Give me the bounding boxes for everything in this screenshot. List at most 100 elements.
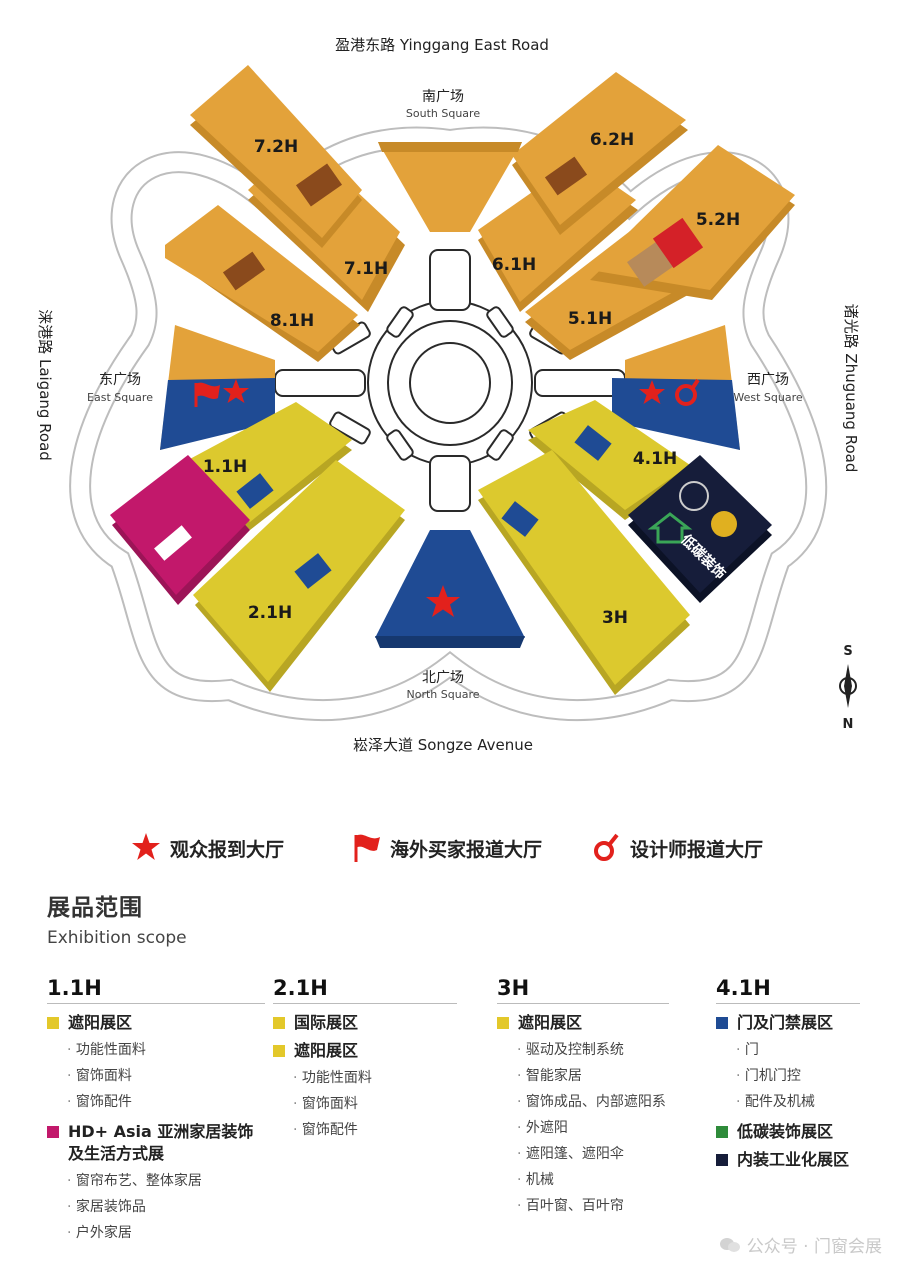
category-label: 门及门禁展区 [737, 1013, 834, 1032]
exhibition-scope-heading: 展品范围 Exhibition scope [47, 888, 187, 948]
list-item: 家居装饰品 [67, 1194, 265, 1220]
category-label: 内装工业化展区 [737, 1150, 850, 1169]
column-title: 3H [497, 976, 669, 1004]
list-item: 智能家居 [517, 1063, 669, 1089]
legend-overseas: 海外买家报道大厅 [352, 832, 542, 864]
yellow-square-icon [273, 1017, 285, 1029]
yellow-square-icon [497, 1017, 509, 1029]
designer-registration-icon [675, 378, 700, 406]
category-label-line2: 及生活方式展 [68, 1144, 165, 1163]
navy-square-icon [716, 1154, 728, 1166]
list-item: 外遮阳 [517, 1115, 669, 1141]
rt-asia-logo-icon [574, 425, 612, 461]
east-square-en: East Square [87, 391, 153, 404]
list-item: 遮阳篷、遮阳伞 [517, 1141, 669, 1167]
scope-column-4-1h: 4.1H 门及门禁展区 门 门机门控 配件及机械 低碳装饰展区 内装工业化展区 [716, 976, 860, 1174]
hall-block-4-1[interactable] [528, 400, 690, 520]
rt-asia-logo-icon [236, 473, 274, 509]
category-low-carbon: 低碳装饰展区 [716, 1121, 860, 1143]
hall-label-5-1: 5.1H [568, 309, 612, 329]
yellow-square-icon [273, 1045, 285, 1057]
legend-designer-label: 设计师报道大厅 [630, 838, 764, 861]
category-label: 遮阳展区 [68, 1013, 133, 1032]
watermark-text: 公众号 · 门窗会展 [746, 1237, 882, 1257]
designer-icon [594, 833, 619, 861]
list-item: 窗饰面料 [67, 1063, 265, 1089]
north-square-cn: 北广场 [422, 670, 464, 686]
road-north-label: 盈港东路 Yinggang East Road [335, 36, 549, 54]
expo-logo-icon [295, 163, 343, 207]
list-item: 配件及机械 [736, 1089, 860, 1115]
star-icon [132, 833, 160, 860]
scope-column-2-1h: 2.1H 国际展区 遮阳展区 功能性面料 窗饰面料 窗饰配件 [273, 976, 457, 1143]
list-item: 驱动及控制系统 [517, 1037, 669, 1063]
expo-logo-icon [222, 251, 266, 291]
hall-label-6-2: 6.2H [590, 130, 634, 150]
road-south-label: 崧泽大道 Songze Avenue [353, 736, 533, 754]
list-item: 门 [736, 1037, 860, 1063]
south-square-area [378, 142, 522, 232]
visitor-registration-star-icon [639, 380, 665, 404]
list-item: 窗饰成品、内部遮阳系 [517, 1089, 669, 1115]
central-hub [274, 249, 626, 512]
wechat-icon [719, 1237, 740, 1252]
category-shading: 遮阳展区 [273, 1040, 457, 1062]
column-title: 2.1H [273, 976, 457, 1004]
south-square-cn: 南广场 [422, 89, 464, 105]
flag-icon [354, 834, 380, 862]
green-square-icon [716, 1126, 728, 1138]
west-square-cn: 西广场 [747, 372, 789, 388]
category-hd-asia: HD+ Asia 亚洲家居装饰 及生活方式展 [47, 1121, 265, 1165]
blue-square-icon [716, 1017, 728, 1029]
compass-s: S [843, 644, 852, 659]
expo-logo-icon [544, 156, 588, 196]
rt-asia-logo-icon [294, 553, 332, 589]
legend-designer: 设计师报道大厅 [592, 832, 763, 864]
list-item: 功能性面料 [293, 1065, 457, 1091]
category-label: 遮阳展区 [294, 1041, 359, 1060]
list-item: 门机门控 [736, 1063, 860, 1089]
north-square-en: North Square [407, 688, 480, 701]
hall-label-7-2: 7.2H [254, 137, 298, 157]
scope-title-en: Exhibition scope [47, 928, 187, 948]
list-item: 功能性面料 [67, 1037, 265, 1063]
hall-label-5-2: 5.2H [696, 210, 740, 230]
road-west-label: 涞港路 Laigang Road [36, 309, 54, 461]
hd-asia-logo-icon [154, 525, 192, 561]
category-label: 国际展区 [294, 1013, 359, 1032]
low-carbon-logo-icon [679, 481, 709, 511]
category-label: 低碳装饰展区 [737, 1122, 834, 1141]
list-item: 窗饰配件 [67, 1089, 265, 1115]
compass: S N [839, 644, 857, 732]
scope-column-1-1h: 1.1H 遮阳展区 功能性面料 窗饰面料 窗饰配件 HD+ Asia 亚洲家居装… [47, 976, 265, 1246]
venue-map: 盈港东路 Yinggang East Road 崧泽大道 Songze Aven… [36, 36, 860, 754]
category-international: 国际展区 [273, 1012, 457, 1034]
north-square-area [375, 530, 525, 638]
column-title: 4.1H [716, 976, 860, 1004]
category-shading: 遮阳展区 [497, 1012, 669, 1034]
column-title: 1.1H [47, 976, 265, 1004]
legend-visitor: 观众报到大厅 [130, 832, 284, 864]
category-interior-industrial: 内装工业化展区 [716, 1149, 860, 1171]
compass-n: N [843, 717, 854, 732]
compass-needle-icon [844, 664, 852, 708]
hall-label-3: 3H [602, 608, 628, 628]
hall-block-low-carbon[interactable] [628, 455, 772, 603]
rt-asia-logo-icon [501, 501, 539, 537]
visitor-registration-star-icon [426, 585, 460, 617]
scope-column-3h: 3H 遮阳展区 驱动及控制系统 智能家居 窗饰成品、内部遮阳系 外遮阳 遮阳篷、… [497, 976, 669, 1219]
south-square-en: South Square [406, 107, 480, 120]
hall-label-4-1: 4.1H [633, 449, 677, 469]
magenta-square-icon [47, 1126, 59, 1138]
low-carbon-house-icon [647, 512, 693, 544]
list-item: 百叶窗、百叶帘 [517, 1193, 669, 1219]
hall-block-8-1[interactable] [165, 205, 360, 362]
category-doors: 门及门禁展区 [716, 1012, 860, 1034]
list-item: 窗帘布艺、整体家居 [67, 1168, 265, 1194]
hall-label-2-1: 2.1H [248, 603, 292, 623]
west-square-en: West Square [733, 391, 802, 404]
east-square-cn: 东广场 [99, 372, 141, 388]
category-label: HD+ Asia 亚洲家居装饰 [68, 1122, 254, 1141]
yellow-square-icon [47, 1017, 59, 1029]
road-east-label: 诸光路 Zhuguang Road [842, 304, 860, 473]
